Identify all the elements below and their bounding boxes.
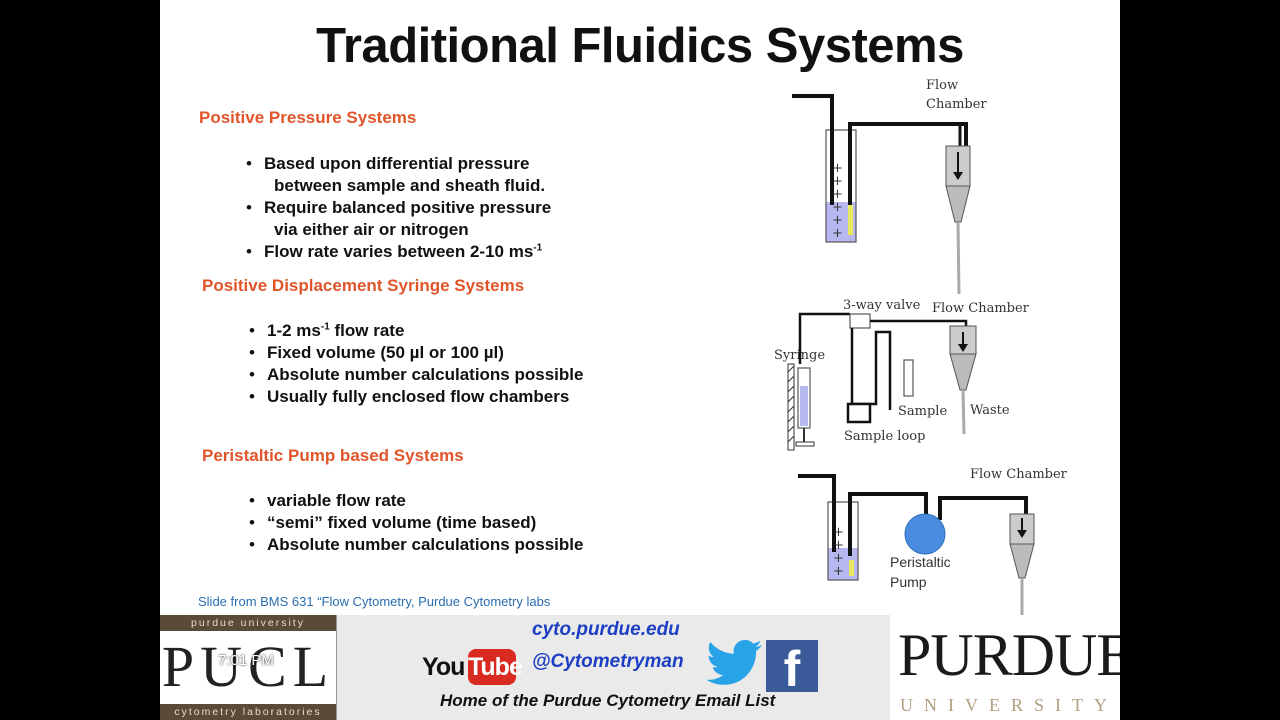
email-list-caption: Home of the Purdue Cytometry Email List bbox=[440, 691, 776, 710]
plus-sign: + bbox=[832, 161, 843, 176]
sheath-tank bbox=[825, 129, 857, 243]
syringe-line bbox=[798, 312, 850, 364]
flow-chamber-label: Flow Chamber bbox=[932, 301, 1030, 316]
plus-sign: + bbox=[833, 538, 844, 553]
youtube-you-text: You bbox=[422, 653, 465, 681]
pump-outlet-line bbox=[938, 496, 1028, 520]
plus-sign: + bbox=[833, 564, 844, 579]
pump-inlet-line bbox=[848, 492, 928, 556]
stream bbox=[961, 389, 966, 435]
pressure-line bbox=[798, 474, 836, 552]
plus-signs: + + + + + + bbox=[832, 161, 843, 241]
bullet-list-peristaltic: variable flow rate “semi” fixed volume (… bbox=[249, 490, 583, 556]
pressure-line bbox=[792, 94, 834, 205]
pucl-logo-text: PUCL bbox=[161, 634, 335, 699]
sample-loop-label: Sample loop bbox=[844, 429, 925, 444]
flow-nozzle bbox=[949, 353, 977, 391]
down-arrow-icon bbox=[958, 344, 968, 352]
youtube-tube-text: Tube bbox=[468, 649, 523, 685]
section-heading-positive-pressure: Positive Pressure Systems bbox=[199, 108, 417, 127]
plus-sign: + bbox=[833, 551, 844, 566]
clock-overlay: 7:01 PM bbox=[218, 652, 274, 669]
list-item: Absolute number calculations possible bbox=[249, 534, 583, 556]
pump-label: Pump bbox=[890, 574, 927, 590]
list-item: “semi” fixed volume (time based) bbox=[249, 512, 583, 534]
purdue-logo-text: PURDUE bbox=[898, 622, 1120, 688]
purdue-logo: PURDUE UNIVERSITY bbox=[890, 615, 1120, 720]
three-way-valve bbox=[849, 313, 871, 329]
syringe-plunger-base bbox=[795, 441, 815, 447]
pucl-logo-top: purdue university bbox=[160, 615, 336, 631]
peristaltic-pump bbox=[904, 513, 946, 555]
sample-loop-line bbox=[850, 328, 892, 410]
plus-sign: + bbox=[833, 525, 844, 540]
slide-credit: Slide from BMS 631 “Flow Cytometry, Purd… bbox=[198, 594, 551, 609]
plus-sign: + bbox=[832, 213, 843, 228]
plus-sign: + bbox=[832, 174, 843, 189]
facebook-logo-icon[interactable]: f bbox=[766, 640, 818, 697]
sample-tube bbox=[848, 205, 853, 235]
flow-chamber-label: Chamber bbox=[926, 97, 987, 112]
valve-label: 3-way valve bbox=[843, 298, 921, 313]
section-heading-syringe: Positive Displacement Syringe Systems bbox=[202, 276, 525, 295]
facebook-letter: f bbox=[783, 641, 801, 697]
sample-loop bbox=[846, 402, 872, 424]
fluidics-diagrams: + + + + + + Flow Chamber 3-way valve Flo… bbox=[774, 78, 1068, 620]
syringe-hatch bbox=[787, 365, 795, 443]
list-item: Usually fully enclosed flow chambers bbox=[249, 386, 583, 408]
stream bbox=[956, 221, 961, 295]
pucl-logo: purdue university PUCL cytometry laborat… bbox=[160, 615, 337, 720]
syringe-diagram: 3-way valve Flow Chamber Syringe Sample … bbox=[774, 298, 1030, 451]
purdue-logo-subtext: UNIVERSITY bbox=[900, 695, 1118, 715]
twitter-handle[interactable]: @Cytometryman bbox=[532, 651, 684, 672]
pump-label: Peristaltic bbox=[890, 554, 951, 570]
youtube-logo-icon[interactable]: You Tube bbox=[422, 649, 523, 685]
pucl-logo-bottom: cytometry laboratories bbox=[160, 704, 336, 720]
plus-signs: + + + + bbox=[833, 525, 844, 579]
plus-sign: + bbox=[832, 200, 843, 215]
website-link[interactable]: cyto.purdue.edu bbox=[532, 619, 680, 640]
twitter-bird-icon[interactable] bbox=[704, 637, 764, 691]
down-arrow-icon bbox=[953, 172, 963, 180]
list-item: Absolute number calculations possible bbox=[249, 364, 583, 386]
list-item: Flow rate varies between 2-10 ms-1 bbox=[246, 241, 551, 263]
sample-vial bbox=[903, 359, 914, 397]
sheath-line bbox=[848, 122, 968, 205]
sheath-tank bbox=[827, 501, 859, 581]
waste-label: Waste bbox=[970, 403, 1010, 418]
flow-nozzle bbox=[945, 185, 971, 223]
footer-banner: purdue university PUCL cytometry laborat… bbox=[160, 615, 1120, 720]
syringe-liquid bbox=[800, 386, 808, 426]
list-item: Based upon differential pressurebetween … bbox=[246, 153, 551, 197]
flow-chamber-label: Flow bbox=[926, 78, 958, 93]
bullet-list-syringe: 1-2 ms-1 flow rate Fixed volume (50 µl o… bbox=[249, 320, 583, 408]
list-item: Fixed volume (50 µl or 100 µl) bbox=[249, 342, 583, 364]
peristaltic-diagram: + + + + Peristaltic Pump Flow Chamber bbox=[798, 467, 1068, 620]
slide-title: Traditional Fluidics Systems bbox=[316, 19, 964, 73]
down-arrow-icon bbox=[1017, 530, 1027, 538]
syringe-wall bbox=[787, 363, 795, 451]
list-item: 1-2 ms-1 flow rate bbox=[249, 320, 583, 342]
plus-sign: + bbox=[832, 187, 843, 202]
section-heading-peristaltic: Peristaltic Pump based Systems bbox=[202, 446, 464, 465]
sample-tube bbox=[849, 560, 854, 576]
plus-sign: + bbox=[832, 226, 843, 241]
flow-chamber-label: Flow Chamber bbox=[970, 467, 1068, 482]
flow-nozzle bbox=[1009, 543, 1035, 579]
sample-label: Sample bbox=[898, 404, 947, 419]
slide: Traditional Fluidics Systems Positive Pr… bbox=[160, 0, 1120, 720]
list-item: variable flow rate bbox=[249, 490, 583, 512]
bullet-list-positive-pressure: Based upon differential pressurebetween … bbox=[246, 153, 551, 263]
positive-pressure-diagram: + + + + + + Flow Chamber bbox=[792, 78, 987, 295]
